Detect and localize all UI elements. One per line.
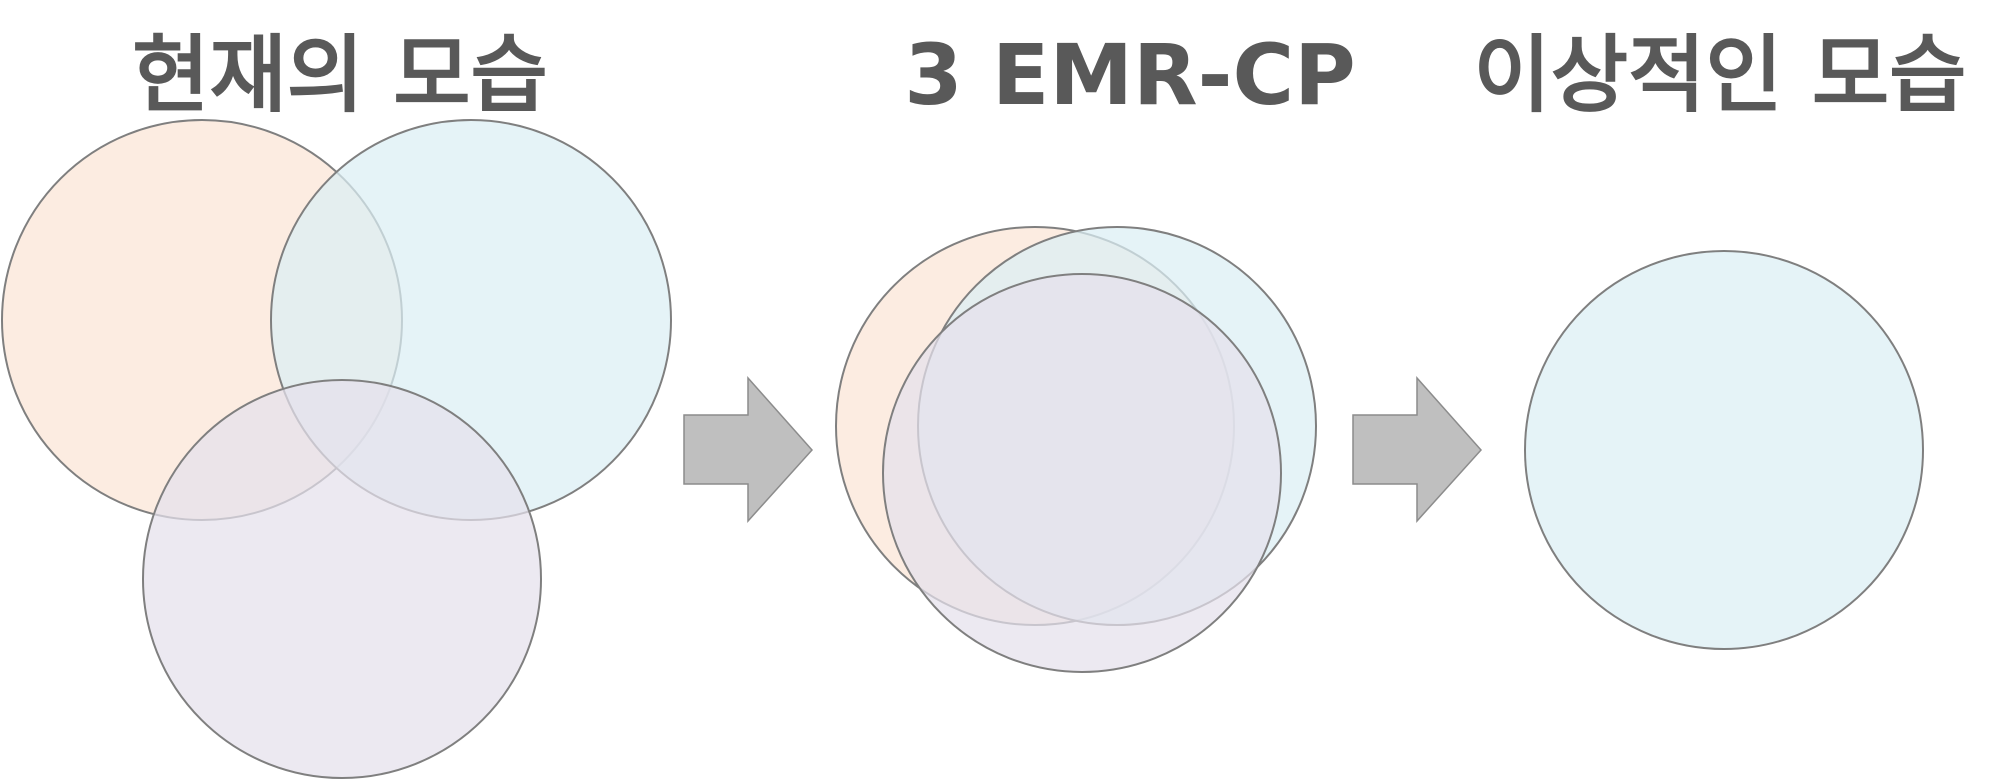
heading-current-state: 현재의 모습: [132, 26, 548, 124]
circle-blue: [1524, 250, 1924, 650]
circle-purple: [882, 273, 1282, 673]
heading-process: 3 EMR-CP: [904, 26, 1356, 124]
arrow-right-icon: [1352, 376, 1483, 523]
circle-purple: [142, 379, 542, 779]
ideal-state-group: [1524, 250, 1924, 650]
process-group: [835, 226, 1317, 673]
arrow-right-icon: [683, 376, 814, 523]
current-state-group: [1, 119, 672, 779]
heading-ideal-state: 이상적인 모습: [1473, 26, 1967, 124]
